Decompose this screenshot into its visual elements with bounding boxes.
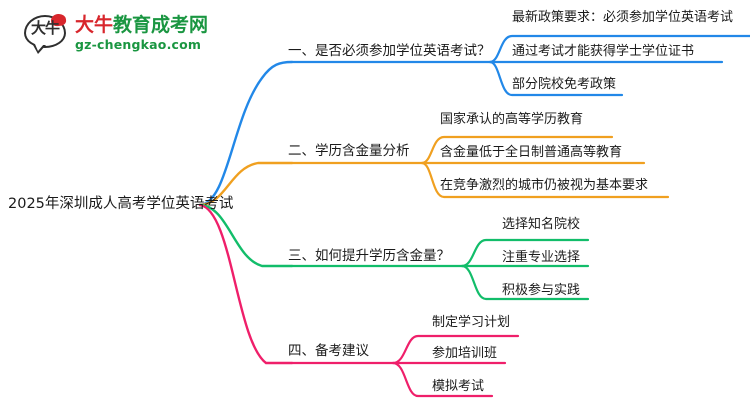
leaf-node-1-2[interactable]: 通过考试才能获得学士学位证书 xyxy=(512,44,695,59)
logo-title-part2: 教育成考网 xyxy=(113,14,209,37)
leaf-node-3-2[interactable]: 注重专业选择 xyxy=(502,250,581,265)
trunk-branch-3 xyxy=(198,203,294,268)
mindmap-root-node[interactable]: 2025年深圳成人高考学位英语考试 xyxy=(8,196,234,212)
logo-text-block: 大牛教育成考网 gz-chengkao.com xyxy=(75,16,208,52)
leaf-node-3-3[interactable]: 积极参与实践 xyxy=(502,283,581,298)
leaf-node-2-3[interactable]: 在竞争激烈的城市仍被视为基本要求 xyxy=(440,178,649,193)
leaf-node-4-3[interactable]: 模拟考试 xyxy=(432,379,485,394)
leaf-node-4-1[interactable]: 制定学习计划 xyxy=(432,315,511,330)
logo-title: 大牛教育成考网 xyxy=(75,16,208,35)
logo-bubble-tail-shape xyxy=(33,44,46,54)
leaf-node-2-1[interactable]: 国家承认的高等学历教育 xyxy=(440,112,584,127)
logo-url: gz-chengkao.com xyxy=(75,37,202,53)
branch-node-2[interactable]: 二、学历含金量分析 xyxy=(288,143,410,159)
logo-mark-text: 大牛 xyxy=(30,19,60,37)
branch-node-1[interactable]: 一、是否必须参加学位英语考试？ xyxy=(288,43,491,59)
fork-1-3 xyxy=(488,60,624,97)
leaf-node-1-1[interactable]: 最新政策要求：必须参加学位英语考试 xyxy=(512,10,734,25)
trunk-branch-1 xyxy=(198,60,294,207)
fork-3-3 xyxy=(460,264,590,301)
fork-4-3 xyxy=(391,361,494,398)
site-logo: 大牛 大牛教育成考网 gz-chengkao.com xyxy=(24,13,208,54)
logo-title-part1: 大牛 xyxy=(75,14,114,37)
leaf-node-3-1[interactable]: 选择知名院校 xyxy=(502,217,581,232)
leaf-node-2-2[interactable]: 含金量低于全日制普通高等教育 xyxy=(440,145,623,160)
fork-2-3 xyxy=(420,161,670,199)
branch-node-4[interactable]: 四、备考建议 xyxy=(288,343,369,359)
leaf-node-1-3[interactable]: 部分院校免考政策 xyxy=(512,77,617,92)
trunk-branch-2 xyxy=(198,161,294,207)
leaf-node-4-2[interactable]: 参加培训班 xyxy=(432,346,498,361)
logo-speech-bubble-icon: 大牛 xyxy=(24,13,68,54)
branch-node-3[interactable]: 三、如何提升学历含金量？ xyxy=(288,248,450,264)
trunk-branch-4 xyxy=(198,203,294,365)
